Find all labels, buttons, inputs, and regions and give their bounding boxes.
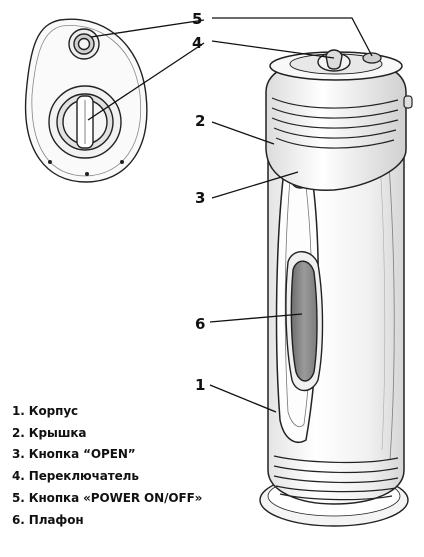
callout-3: 3 [195,189,205,207]
leader-line-5b [212,17,373,57]
callout-4: 4 [192,34,202,52]
side-cord-knob [403,95,413,109]
indicator-dots-inset [48,160,124,176]
legend-item-lid: 2. Крышка [12,425,87,440]
leader-lines [87,17,373,413]
power-button-inset [68,28,100,60]
leader-line-3 [211,171,299,199]
leader-line-6 [209,313,303,323]
legend-item-body: 1. Корпус [12,404,79,418]
lid [265,51,407,191]
leader-line-1 [209,384,277,413]
callout-6: 6 [195,315,205,333]
callout-5: 5 [192,10,202,28]
lamp-window [285,251,324,392]
parts-legend: 1. Корпус 2. Крышка 3. Кнопка “OPEN” 4. … [12,401,202,531]
legend-item-open-button: 3. Кнопка “OPEN” [12,447,136,462]
legend-item-power-button: 5. Кнопка «POWER ON/OFF» [12,490,203,505]
selector-knob-inset [48,85,122,159]
legend-item-lamp: 6. Плафон [12,512,84,527]
lid-vents [271,97,399,149]
top-power-button [362,52,382,64]
leader-line-5a [90,19,205,38]
legend-item-selector: 4. Переключатель [12,469,139,484]
lower-vents [273,455,399,501]
leader-line-2 [211,121,275,145]
leader-line-4a [87,42,205,121]
leader-line-4b [211,40,335,59]
callout-2: 2 [195,112,205,130]
callout-1: 1 [195,376,205,394]
